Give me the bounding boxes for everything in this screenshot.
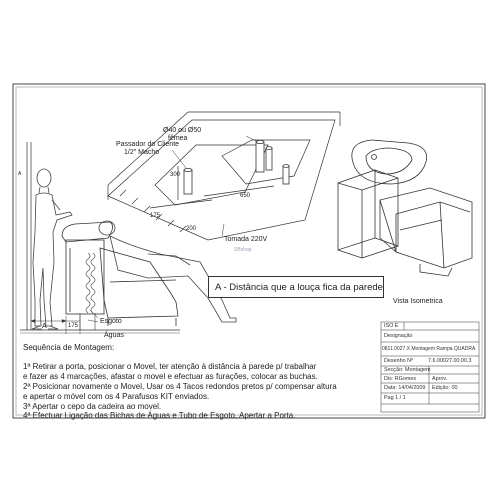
notes-heading: Sequência de Montagem: [23, 343, 115, 352]
dimension-300: 300 [170, 172, 181, 178]
title-block-desenho-label: Desenho Nº [384, 358, 413, 364]
watermark-text: SBshop [234, 247, 252, 253]
label-male-fitting: 1/2" Macho [124, 149, 160, 156]
title-block-designacao-value: 0811.0027.X Montagem Rampa QUADRA [382, 346, 476, 352]
dimension-175-side: 175 [68, 323, 79, 329]
inner-frame [15, 86, 483, 416]
note-line: e fazer as 4 marcações, afastar o movel … [23, 372, 318, 381]
isometric-view-wash-unit [337, 139, 427, 259]
standing-person-figure [31, 168, 73, 330]
title-block-edicao: Edição: 00 [432, 385, 458, 391]
title-block-desenho-value: 7.6.00027.00.00.3 [428, 358, 472, 364]
distance-note-box: A - Distância que a louça fica da parede [208, 276, 384, 298]
label-aguas: Águas [104, 332, 124, 339]
flex-hose-pipes [79, 252, 96, 330]
note-line: 2ª Posicionar novamente o Movel, Usar os… [23, 382, 337, 391]
wall-side-view [20, 142, 180, 334]
dimension-650: 650 [240, 193, 251, 199]
outer-frame [12, 83, 486, 419]
label-vista-isometrica: Vista Isometrica [393, 298, 443, 305]
title-block-grid [380, 321, 480, 413]
label-tomada: Tomada 220V [224, 236, 268, 243]
title-block-aprov-label: Aprov. [432, 376, 448, 382]
label-passador: Passador do Cliente [116, 141, 180, 148]
dimension-label-a-side: A [18, 171, 22, 177]
title-block-pag: Pag 1 / 1 [384, 395, 406, 401]
title-block-iso: ISO E [384, 323, 399, 329]
label-esgoto: Esgoto [100, 318, 122, 325]
floor-plan-isometric [107, 111, 341, 241]
note-line: 3ª Apertar o cepo da cadeira ao movel. [23, 402, 162, 411]
label-female: fêmea [168, 135, 188, 142]
note-line: 4ª Efectuar Ligação das Bichas de Águas … [23, 411, 296, 420]
isometric-view-chair [379, 187, 473, 277]
salon-chair-side-view [99, 247, 179, 326]
title-block-designacao-label: Designação [384, 333, 413, 339]
dimension-lines-side [30, 316, 99, 334]
title-block-dis: Dis: RGomes [384, 376, 417, 382]
distance-note-text: A - Distância que a louça fica da parede [215, 282, 383, 293]
note-line: 1ª Retirar a porta, posicionar o Movel, … [23, 362, 317, 371]
dimension-175-floor: 175 [150, 213, 161, 219]
label-diameter: Ø40 ou Ø50 [163, 127, 202, 134]
note-line: e apertar o móvel com os 4 Parafusos KIT… [23, 392, 210, 401]
leader-lines [89, 135, 259, 319]
dimension-label-a-bottom: A [42, 323, 47, 330]
dimension-200: 200 [186, 226, 197, 232]
title-block-seccao: Secção: Montagem [384, 367, 431, 373]
pipe-risers [183, 139, 290, 195]
title-block-data: Data: 14/04/2009 [384, 385, 426, 391]
wash-unit-cabinet [61, 221, 113, 315]
seated-person-figure [98, 220, 237, 323]
